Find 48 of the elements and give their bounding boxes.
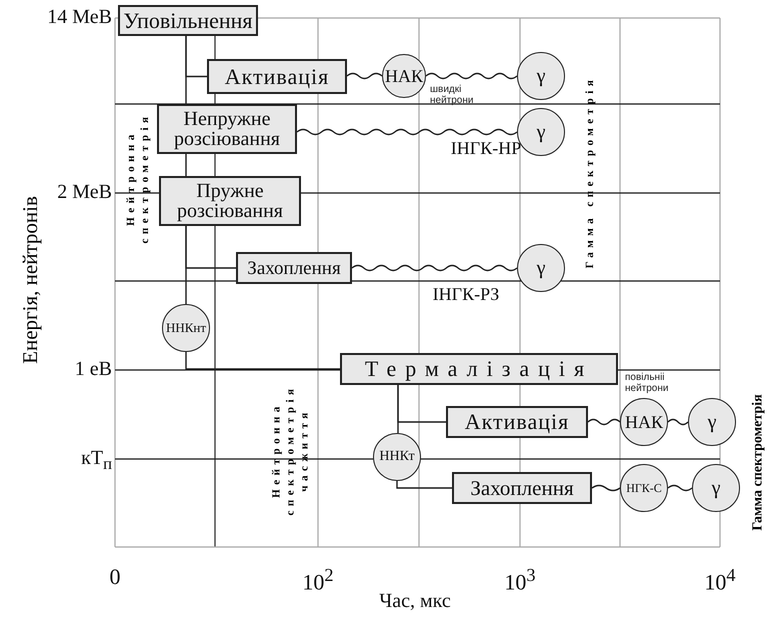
annotation-text: 0 — [110, 564, 120, 589]
axis-tick-label: кТ$_{п}$ — [81, 447, 112, 474]
node-caption: повільніі нейтрони — [625, 372, 670, 394]
annotation-text: 10$^{2}$ — [302, 564, 334, 594]
connector-line — [185, 154, 187, 176]
connector-line — [185, 352, 340, 370]
process-box: Захоплення — [236, 252, 352, 284]
wavy-line — [296, 128, 518, 136]
process-box: Пружне розсіювання — [159, 176, 301, 226]
process-circle: НАК — [620, 398, 668, 446]
wavy-line — [352, 264, 518, 272]
process-circle: γ — [688, 398, 736, 446]
process-circle: γ — [517, 52, 565, 100]
wavy-line — [668, 418, 688, 426]
annotation-text: Час, мкс — [379, 590, 451, 612]
process-circle: НАК — [382, 54, 426, 98]
axis-tick-label: 1 еВ — [74, 358, 112, 380]
axis-tick-label: 14 МеВ — [47, 6, 112, 28]
connector-line — [396, 481, 452, 489]
process-circle: γ — [517, 244, 565, 292]
region-label: Гамма спектрометрія — [583, 74, 597, 270]
region-label: Гамма спектрометрія — [750, 392, 766, 532]
connector-line — [397, 385, 399, 433]
process-box: Захоплення — [452, 472, 592, 504]
annotation-text: 10$^{4}$ — [704, 564, 736, 594]
process-circle: γ — [692, 464, 740, 512]
wavy-line — [592, 484, 620, 492]
wavy-line — [346, 72, 382, 80]
process-circle: НГК-С — [620, 464, 668, 512]
region-label: Нейтронна спектрометрія — [124, 112, 152, 246]
process-box: Активація — [446, 406, 588, 438]
axis-tick-label: 2 МеВ — [57, 181, 112, 203]
wavy-line — [668, 484, 692, 492]
region-label: Нейтронна спектрометрія часжиття — [269, 384, 311, 518]
process-box: Активація — [207, 59, 347, 94]
process-circle: ННКт — [373, 433, 421, 481]
process-box: Термалізація — [340, 353, 618, 385]
process-circle: ННКнт — [162, 304, 210, 352]
wavy-line — [426, 72, 518, 80]
axis-title: Енергія, нейтронів — [18, 195, 42, 366]
wavy-line — [588, 418, 620, 426]
connector-line — [185, 226, 187, 304]
annotation-text: 10$^{3}$ — [504, 564, 536, 594]
process-box: Уповільнення — [118, 5, 258, 36]
node-caption: швидкі нейтрони — [430, 84, 474, 106]
process-box: Непружне розсіювання — [157, 104, 297, 154]
annotation-text: ІНГК-РЗ — [432, 285, 500, 305]
connector-line — [185, 36, 187, 104]
